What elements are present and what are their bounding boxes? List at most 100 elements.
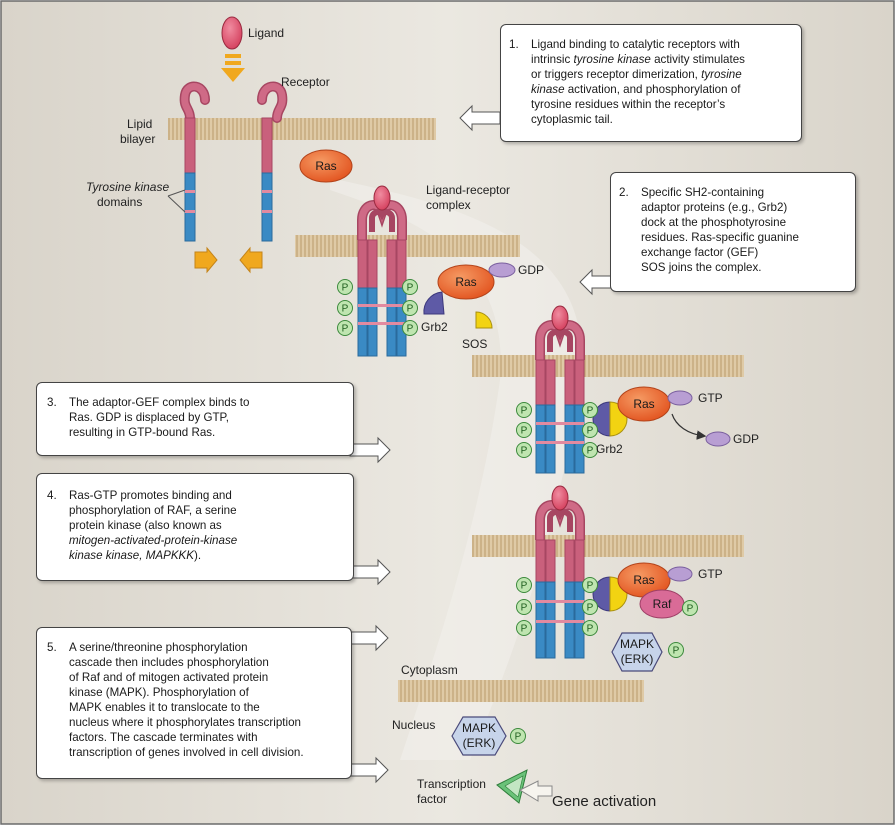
receptor-label: Receptor — [281, 75, 330, 89]
step-1-number: 1. — [509, 38, 519, 51]
phosphate-label: P — [687, 604, 694, 615]
step-1-box: 1. Ligand binding to catalytic receptors… — [500, 24, 802, 142]
transcription-factor-label-1: Transcription — [417, 777, 486, 791]
step-5-box: 5. A serine/threonine phosphorylation ca… — [36, 627, 352, 779]
phosphate-label: P — [587, 603, 594, 614]
ras-complex-2-icon — [437, 264, 495, 300]
phosphate-icon: P — [516, 402, 532, 418]
phosphate-label: P — [673, 646, 680, 657]
phosphate-label: P — [521, 446, 528, 457]
step-3-box: 3. The adaptor-GEF complex binds to Ras.… — [36, 382, 354, 456]
gtp-bound-3-icon — [667, 390, 693, 406]
ras-free-label: Ras — [315, 159, 336, 173]
grb2-icon — [423, 291, 445, 315]
receptor-complex-3-icon — [535, 305, 585, 474]
phosphate-label: P — [407, 324, 414, 335]
phosphate-label: P — [587, 446, 594, 457]
tk-domains-label-2: domains — [97, 195, 142, 209]
phosphate-icon: P — [682, 600, 698, 616]
phosphate-label: P — [521, 624, 528, 635]
nucleus-label: Nucleus — [392, 718, 435, 732]
gtp-label-4: GTP — [698, 567, 723, 581]
grb2-label: Grb2 — [421, 320, 448, 334]
step-3-number: 3. — [47, 396, 57, 409]
phosphate-icon: P — [516, 599, 532, 615]
mapk-cytoplasm-label-1: MAPK — [620, 637, 654, 651]
phosphate-label: P — [407, 304, 414, 315]
step-3-text: The adaptor-GEF complex binds to Ras. GD… — [69, 396, 250, 439]
phosphate-icon: P — [582, 620, 598, 636]
mapk-cytoplasm-label-2: (ERK) — [621, 652, 654, 666]
phosphate-icon: P — [516, 422, 532, 438]
gdp-release-arrow-icon — [671, 413, 707, 440]
grb2-3-label: Grb2 — [596, 442, 623, 456]
flow-band — [330, 178, 582, 760]
phosphate-icon: P — [516, 620, 532, 636]
mapk-nucleus-label-2: (ERK) — [463, 736, 496, 750]
phosphate-icon: P — [337, 320, 353, 336]
phosphate-label: P — [407, 283, 414, 294]
raf-label: Raf — [653, 597, 672, 611]
receptor-right-icon — [239, 81, 288, 274]
mapk-nucleus-icon — [451, 716, 507, 756]
step-5-text: A serine/threonine phosphorylation casca… — [69, 641, 304, 759]
phosphate-icon: P — [516, 577, 532, 593]
callout-arrow-4-icon — [349, 558, 391, 586]
step-4-number: 4. — [47, 489, 57, 502]
receptor-left-icon — [179, 81, 218, 274]
phosphate-icon: P — [582, 402, 598, 418]
ras-4-label: Ras — [633, 573, 654, 587]
phosphate-label: P — [342, 304, 349, 315]
transcription-factor-label-2: factor — [417, 792, 447, 806]
membrane-2 — [295, 235, 520, 257]
step-2-text: Specific SH2-containing adaptor proteins… — [641, 186, 799, 274]
phosphate-icon: P — [668, 642, 684, 658]
ligand-receptor-complex-label-2: complex — [426, 198, 471, 212]
ras-2-label: Ras — [455, 275, 476, 289]
lipid-bilayer-label-2: bilayer — [120, 132, 155, 146]
phosphate-label: P — [521, 426, 528, 437]
mapk-nucleus-label-1: MAPK — [462, 721, 496, 735]
transcription-factor-icon — [496, 769, 528, 804]
nuclear-membrane — [398, 680, 644, 702]
receptor-complex-2-icon — [357, 185, 407, 357]
ligand-icon — [221, 16, 243, 50]
callout-arrow-5a-icon — [347, 624, 389, 652]
sos-icon — [475, 311, 493, 329]
step-1-text: Ligand binding to catalytic receptors wi… — [531, 38, 745, 126]
phosphate-label: P — [587, 624, 594, 635]
ras-complex-3-icon — [617, 386, 671, 422]
step-4-box: 4. Ras-GTP promotes binding and phosphor… — [36, 473, 354, 581]
phosphate-label: P — [342, 324, 349, 335]
gene-activation-arrow-icon — [518, 780, 553, 802]
gtp-label-3: GTP — [698, 391, 723, 405]
step-2-number: 2. — [619, 186, 629, 199]
phosphate-label: P — [587, 426, 594, 437]
callout-arrow-3-icon — [349, 436, 391, 464]
phosphate-icon: P — [510, 728, 526, 744]
phosphate-icon: P — [337, 300, 353, 316]
gdp-bound-icon — [488, 262, 516, 278]
callout-arrow-1-icon — [459, 104, 501, 132]
gdp-label: GDP — [518, 263, 544, 277]
phosphate-label: P — [587, 581, 594, 592]
sos-label: SOS — [462, 337, 487, 351]
phosphate-label: P — [515, 732, 522, 743]
step-4-text: Ras-GTP promotes binding and phosphoryla… — [69, 489, 238, 562]
phosphate-icon: P — [402, 300, 418, 316]
step-2-box: 2. Specific SH2-containing adaptor prote… — [610, 172, 856, 292]
ligand-label: Ligand — [248, 26, 284, 40]
ras-3-label: Ras — [633, 397, 654, 411]
gene-activation-label: Gene activation — [552, 793, 656, 810]
phosphate-label: P — [521, 603, 528, 614]
tk-domains-label-1: Tyrosine kinase — [86, 180, 169, 194]
phosphate-icon: P — [402, 320, 418, 336]
membrane-3 — [472, 355, 744, 377]
callout-arrow-5b-icon — [347, 756, 389, 784]
phosphate-label: P — [521, 406, 528, 417]
phosphate-icon: P — [582, 422, 598, 438]
phosphate-icon: P — [337, 279, 353, 295]
phosphate-label: P — [521, 581, 528, 592]
phosphate-icon: P — [516, 442, 532, 458]
